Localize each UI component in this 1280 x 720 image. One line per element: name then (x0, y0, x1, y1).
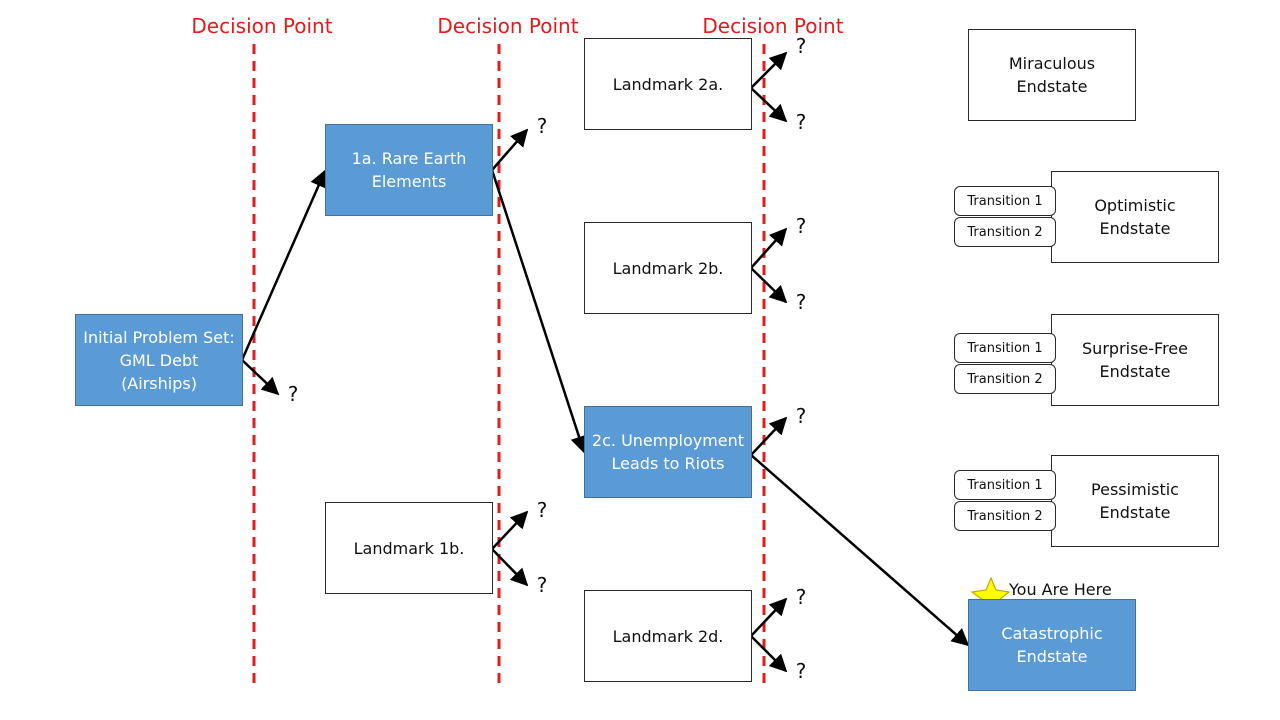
decision-point-label-3: Decision Point (702, 14, 844, 38)
arrow-2b-to-q2 (750, 267, 788, 304)
arrow-1a-to-2c (490, 169, 588, 454)
question-mark-2b-lower: ? (795, 290, 807, 314)
arrow-2a-to-q1 (750, 51, 788, 89)
arrow-2d-to-q1 (750, 597, 788, 637)
node-landmark-2b: Landmark 2b. (584, 222, 752, 314)
endstate-pessimistic: Pessimistic Endstate (1051, 455, 1219, 547)
node-initial-problem-set: Initial Problem Set: GML Debt (Airships) (75, 314, 243, 406)
node-landmark-1b: Landmark 1b. (325, 502, 493, 594)
arrow-1a-to-q (491, 128, 529, 171)
surprise-free-transition-1: Transition 1 (954, 333, 1056, 363)
pessimistic-transition-1: Transition 1 (954, 470, 1056, 500)
endstate-surprise-free: Surprise-Free Endstate (1051, 314, 1219, 406)
question-mark-2a-lower: ? (795, 110, 807, 134)
decision-point-label-1: Decision Point (191, 14, 333, 38)
arrow-2c-to-catastrophic (750, 454, 970, 647)
arrow-2b-to-q1 (750, 227, 788, 269)
endstate-catastrophic: Catastrophic Endstate (968, 599, 1136, 691)
arrow-2d-to-q2 (750, 635, 788, 673)
node-landmark-2a: Landmark 2a. (584, 38, 752, 130)
node-landmark-2d: Landmark 2d. (584, 590, 752, 682)
question-mark-2c: ? (795, 404, 807, 428)
you-are-here-label: You Are Here (1009, 580, 1112, 599)
question-mark-2a-upper: ? (795, 34, 807, 58)
question-mark-1b-upper: ? (536, 498, 548, 522)
arrow-initial-to-q (241, 359, 280, 396)
optimistic-transition-2: Transition 2 (954, 217, 1056, 247)
question-mark-2d-upper: ? (795, 585, 807, 609)
arrow-initial-to-1a (240, 169, 327, 361)
question-mark-1a: ? (536, 114, 548, 138)
decision-point-label-2: Decision Point (437, 14, 579, 38)
arrow-1b-to-q1 (491, 510, 529, 550)
optimistic-transition-1: Transition 1 (954, 186, 1056, 216)
endstate-miraculous: Miraculous Endstate (968, 29, 1136, 121)
arrow-2a-to-q2 (750, 87, 788, 123)
arrow-1b-to-q2 (491, 548, 529, 587)
pessimistic-transition-2: Transition 2 (954, 501, 1056, 531)
question-mark-2b-upper: ? (795, 214, 807, 238)
question-mark-initial: ? (287, 382, 299, 406)
question-mark-2d-lower: ? (795, 659, 807, 683)
question-mark-1b-lower: ? (536, 573, 548, 597)
endstate-optimistic: Optimistic Endstate (1051, 171, 1219, 263)
arrow-2c-to-q (750, 416, 788, 456)
node-unemployment-riots: 2c. Unemployment Leads to Riots (584, 406, 752, 498)
node-rare-earth-elements: 1a. Rare Earth Elements (325, 124, 493, 216)
surprise-free-transition-2: Transition 2 (954, 364, 1056, 394)
